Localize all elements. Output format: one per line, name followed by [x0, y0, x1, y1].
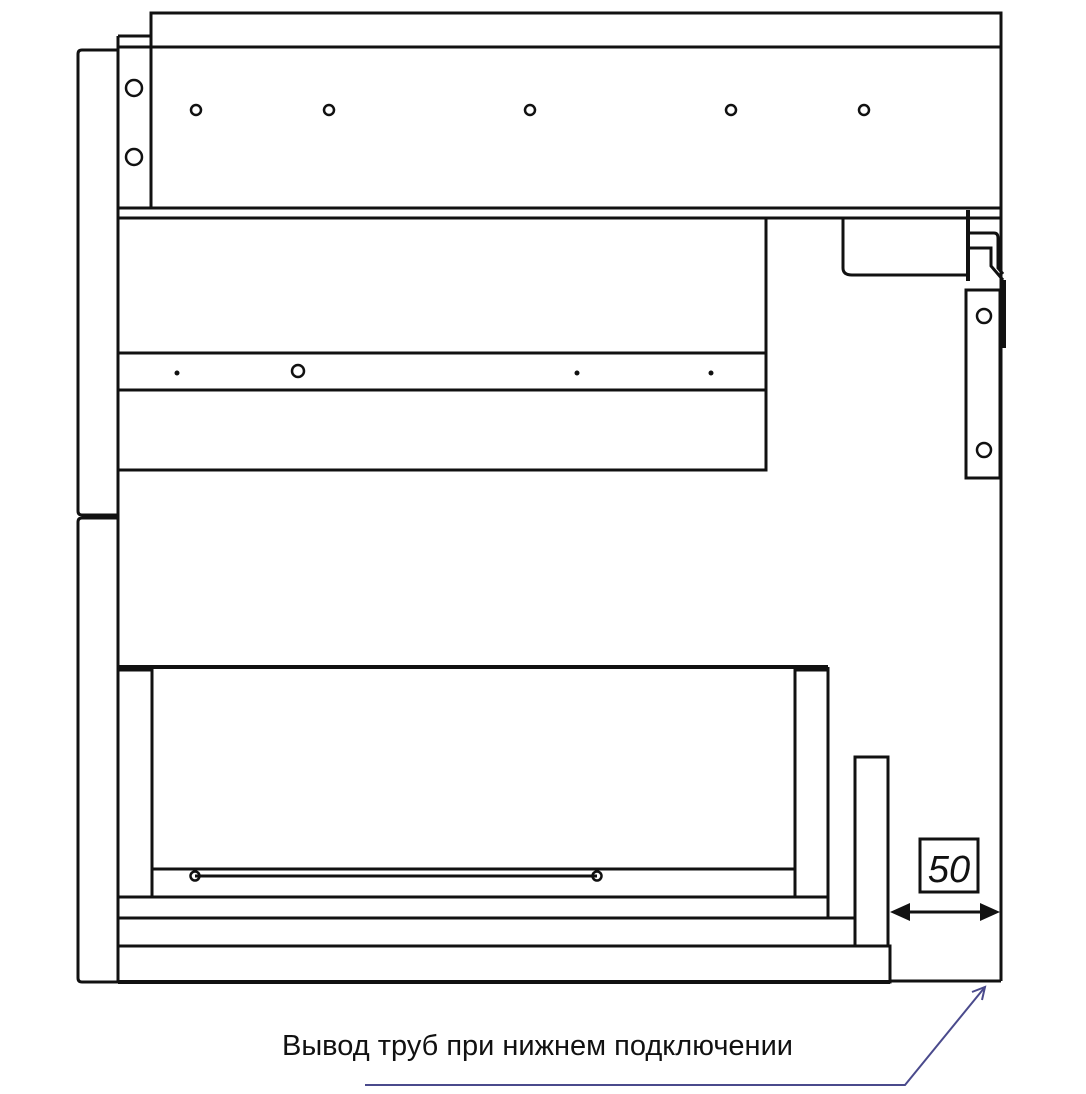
pipe-outlet-caption: Вывод труб при нижнем подключении	[282, 1030, 793, 1062]
left-side-panel-upper	[76, 48, 118, 517]
top-panel	[118, 11, 1003, 220]
arrow-left-icon	[890, 903, 910, 921]
upper-drawer	[116, 216, 768, 472]
hinge-bracket	[841, 210, 1006, 480]
lower-drawer	[116, 665, 1001, 984]
mount-hole	[523, 103, 537, 117]
mount-hole	[322, 103, 336, 117]
left-side-panel-lower	[76, 516, 118, 984]
mount-hole	[857, 103, 871, 117]
arrow-right-icon	[980, 903, 1000, 921]
mount-hole	[124, 147, 144, 167]
leader-line	[365, 985, 987, 1086]
dimension-50: 50	[890, 837, 1000, 921]
mount-hole	[124, 78, 144, 98]
mount-hole	[724, 103, 738, 117]
mount-hole	[189, 103, 203, 117]
dimension-value: 50	[928, 849, 970, 891]
